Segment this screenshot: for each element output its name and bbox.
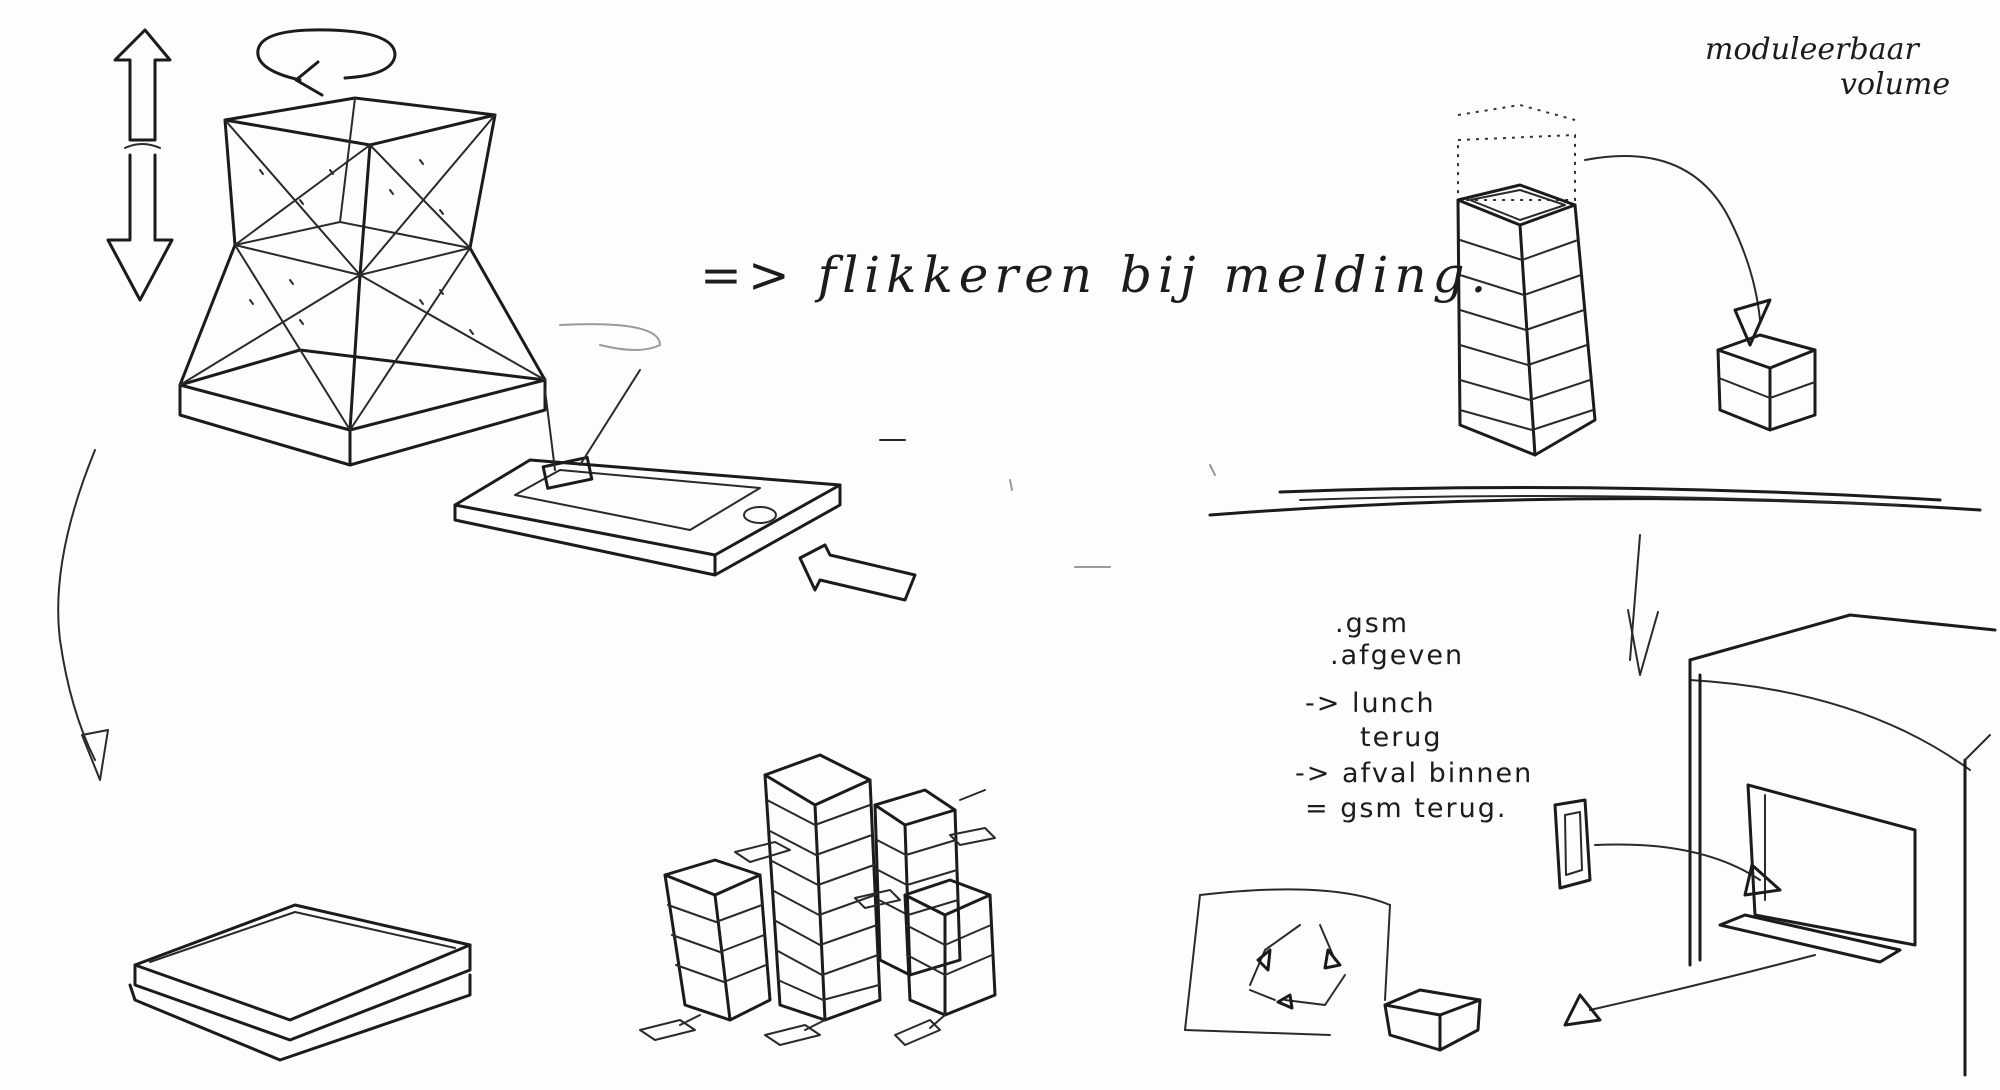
down-arrow-icon — [1628, 535, 1658, 675]
flat-tray-sketch — [130, 905, 470, 1060]
rotate-arrow-icon — [258, 30, 395, 95]
insert-arrow-icon — [800, 545, 915, 600]
stray-marks — [1010, 465, 1215, 567]
modular-tower-sketch — [1458, 105, 1815, 455]
collection-machine-sketch — [1555, 615, 1995, 1075]
note-list-line5: -> afval binnen — [1295, 760, 1533, 787]
note-list-line2: .afgeven — [1330, 642, 1464, 669]
note-modular-line2: volume — [1840, 70, 1950, 100]
note-list-line3: -> lunch — [1305, 690, 1436, 717]
note-modular-line1: moduleerbaar — [1705, 35, 1919, 65]
note-flicker: => flikkeren bij melding. — [700, 250, 1492, 300]
divider-stroke — [1210, 488, 1980, 516]
curved-down-arrow-icon — [58, 450, 108, 780]
note-list-line4: terug — [1360, 724, 1443, 751]
twisted-tower-sketch — [180, 98, 545, 465]
stacked-towers-sketch — [640, 755, 995, 1045]
recycle-bin-sketch — [1185, 889, 1480, 1050]
note-list-line6: = gsm terug. — [1305, 795, 1507, 822]
note-list-line1: .gsm — [1335, 610, 1409, 637]
up-down-arrow-icon — [108, 30, 172, 300]
recycle-icon — [1250, 925, 1345, 1008]
